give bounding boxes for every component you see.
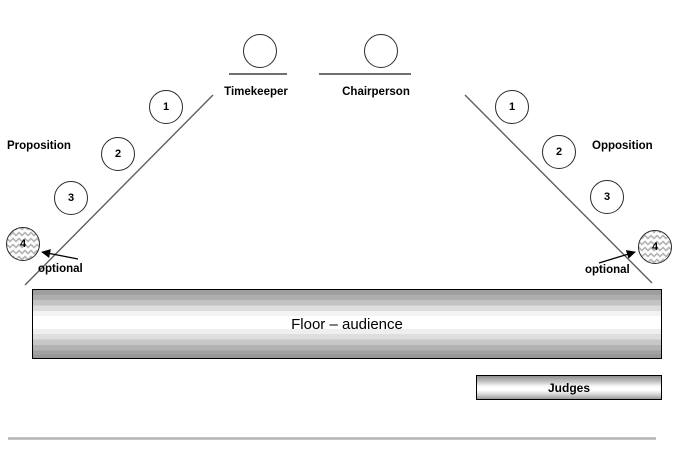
chairperson-seat-circle — [364, 34, 398, 68]
opposition-speaker-1-number: 1 — [508, 101, 516, 113]
judges-label: Judges — [547, 380, 590, 395]
opposition-speaker-4-number: 4 — [651, 241, 659, 253]
timekeeper-seat-circle — [243, 34, 277, 68]
opposition-speaker-1-circle: 1 — [495, 90, 529, 124]
optional-arrow-left — [41, 249, 79, 260]
proposition-speaker-3-number: 3 — [67, 192, 75, 204]
proposition-speaker-1-number: 1 — [162, 101, 170, 113]
opposition-label: Opposition — [592, 140, 653, 152]
proposition-label: Proposition — [7, 140, 71, 152]
opposition-speaker-3-number: 3 — [603, 191, 611, 203]
opposition-speaker-2-circle: 2 — [542, 135, 576, 169]
proposition-speaker-3-circle: 3 — [54, 181, 88, 215]
opposition-bench-line — [464, 94, 653, 284]
chairperson-label: Chairperson — [342, 86, 410, 98]
floor-audience-label: Floor – audience — [291, 315, 403, 333]
proposition-speaker-2-number: 2 — [114, 148, 122, 160]
proposition-optional-label: optional — [38, 263, 83, 275]
opposition-speaker-2-number: 2 — [555, 146, 563, 158]
optional-arrow-right — [598, 250, 636, 264]
proposition-speaker-1-circle: 1 — [149, 90, 183, 124]
timekeeper-label: Timekeeper — [224, 86, 288, 98]
proposition-bench-line — [24, 94, 214, 286]
proposition-speaker-4-circle-optional: 4 — [6, 227, 40, 261]
proposition-speaker-4-number: 4 — [19, 238, 27, 250]
proposition-speaker-2-circle: 2 — [101, 137, 135, 171]
floor-audience-bar: Floor – audience — [32, 289, 662, 359]
judges-bar: Judges — [476, 375, 662, 400]
opposition-optional-label: optional — [585, 264, 630, 276]
opposition-speaker-3-circle: 3 — [590, 180, 624, 214]
opposition-speaker-4-circle-optional: 4 — [638, 230, 672, 264]
